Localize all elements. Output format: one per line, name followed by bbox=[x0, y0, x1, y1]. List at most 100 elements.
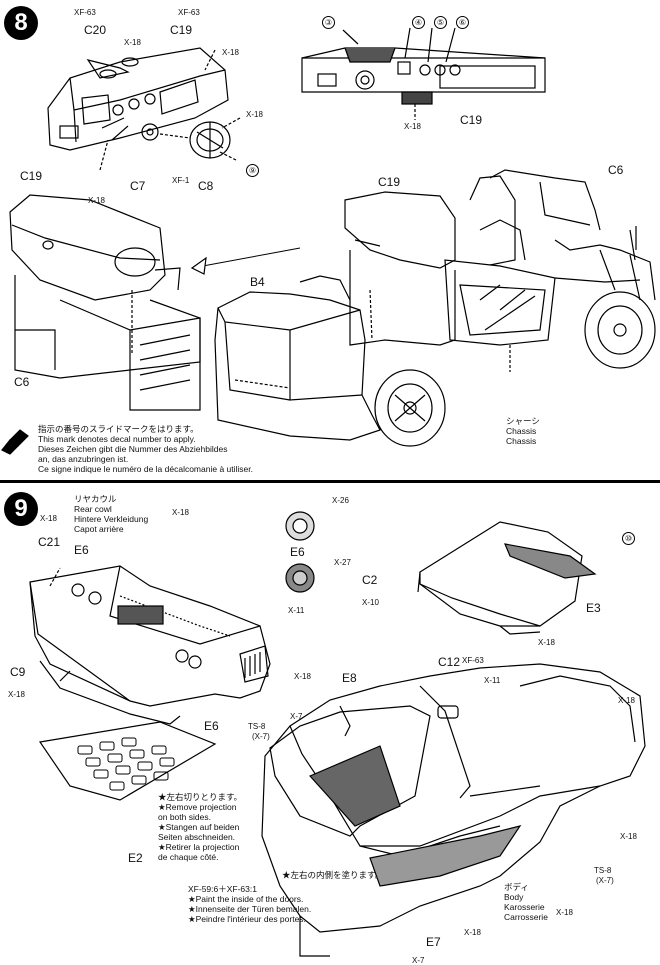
paint-note-line: XF-59:6＋XF-63:1 bbox=[188, 884, 257, 894]
part-label-e6: E6 bbox=[290, 545, 305, 559]
decal-note-line: an, das anzubringen ist. bbox=[38, 454, 129, 464]
decal-mark-9: ⑨ bbox=[246, 164, 259, 177]
part-label-e2: E2 bbox=[128, 851, 143, 865]
part-label-e3: E3 bbox=[586, 601, 601, 615]
part-label-c2: C2 bbox=[362, 573, 378, 587]
paint-label-x18: X-18 bbox=[538, 638, 555, 647]
rear-cowl-label-en: Rear cowl bbox=[74, 504, 112, 514]
step-9-drawing bbox=[29, 511, 646, 957]
body-label: ボディ Body Karosserie Carrosserie bbox=[504, 882, 548, 922]
remove-note-line: ★左右切りとります。 bbox=[158, 792, 243, 802]
rear-cowl-label-jp: リヤカウル bbox=[74, 494, 117, 504]
part-label-b4: B4 bbox=[250, 275, 265, 289]
dashboard-detail-drawing bbox=[301, 27, 546, 120]
paint-label-x27: X-27 bbox=[334, 558, 351, 567]
step-8-number: 8 bbox=[4, 6, 38, 40]
chassis-label-de: Chassis bbox=[506, 436, 537, 446]
part-label-c19: C19 bbox=[378, 175, 401, 189]
paint-label-x18: X-18 bbox=[246, 110, 263, 119]
step-8-drawing bbox=[1, 27, 656, 455]
part-label-e6: E6 bbox=[74, 543, 89, 557]
step-divider bbox=[0, 480, 660, 483]
paint-doors-note-jp: ★左右の内側を塗ります。 bbox=[282, 870, 384, 880]
remove-note-line: ★Retirer la projection bbox=[158, 842, 240, 852]
rear-cowl-drawing bbox=[29, 565, 271, 725]
chassis-label-en: Chassis bbox=[506, 426, 537, 436]
decal-mark-3: ③ bbox=[322, 16, 335, 29]
dashboard-assembly-drawing bbox=[9, 194, 201, 411]
paint-label-x18: X-18 bbox=[618, 696, 635, 705]
paint-note-line: ★Paint the inside of the doors. bbox=[188, 894, 304, 904]
remove-note-line: de chaque côté. bbox=[158, 852, 219, 862]
decal-note-line: Ce signe indique le numéro de la décalco… bbox=[38, 464, 253, 474]
decal-mark-6: ⑥ bbox=[456, 16, 469, 29]
part-label-c20: C20 bbox=[84, 23, 107, 37]
rear-cowl-label: リヤカウル Rear cowl Hintere Verkleidung Capo… bbox=[74, 494, 148, 534]
decal-mark-5: ⑤ bbox=[434, 16, 447, 29]
paint-label-x7: X-7 bbox=[290, 712, 303, 721]
paint-label-x7: (X-7) bbox=[252, 732, 270, 741]
remove-note-line: on both sides. bbox=[158, 812, 211, 822]
part-label-c19: C19 bbox=[460, 113, 483, 127]
paint-label-x7: X-7 bbox=[412, 956, 425, 965]
paint-doors-note: XF-59:6＋XF-63:1 ★Paint the inside of the… bbox=[188, 884, 311, 924]
chassis-label: シャーシ Chassis Chassis bbox=[506, 416, 540, 446]
decal-note: 指示の番号のスライドマークをはります。 This mark denotes de… bbox=[38, 424, 253, 474]
part-label-e7: E7 bbox=[426, 935, 441, 949]
paint-label-x18: X-18 bbox=[222, 48, 239, 57]
paint-label-x18: X-18 bbox=[8, 690, 25, 699]
decal-mark-4: ④ bbox=[412, 16, 425, 29]
e2-grid-drawing bbox=[38, 721, 217, 801]
part-label-c12: C12 bbox=[438, 655, 461, 669]
decal-note-line: Dieses Zeichen gibt die Nummer des Abzie… bbox=[38, 444, 228, 454]
paint-label-x7: (X-7) bbox=[596, 876, 614, 885]
paint-label-x11: X-11 bbox=[484, 676, 501, 685]
paint-note-line: ★Innenseite der Türen bemalen. bbox=[188, 904, 312, 914]
part-label-c9: C9 bbox=[10, 665, 26, 679]
paint-label-x18: X-18 bbox=[404, 122, 421, 131]
remove-projection-note: ★左右切りとります。 ★Remove projection on both si… bbox=[158, 792, 242, 862]
chassis-label-jp: シャーシ bbox=[506, 416, 540, 426]
paint-label-xf63: XF-63 bbox=[462, 656, 484, 665]
body-label-de: Karosserie bbox=[504, 902, 545, 912]
dashboard-exploded-drawing bbox=[47, 47, 241, 171]
paint-label-xf1: XF-1 bbox=[172, 176, 190, 185]
paint-label-x26: X-26 bbox=[332, 496, 349, 505]
chassis-car-drawing bbox=[214, 169, 656, 447]
part-label-c19: C19 bbox=[170, 23, 193, 37]
paint-label-x18: X-18 bbox=[40, 514, 57, 523]
decal-note-line: This mark denotes decal number to apply. bbox=[38, 434, 196, 444]
paint-label-x18: X-18 bbox=[172, 508, 189, 517]
paint-label-ts8: TS-8 bbox=[594, 866, 612, 875]
paint-label-x11: X-11 bbox=[288, 606, 305, 615]
windshield-drawing bbox=[417, 521, 597, 635]
decal-mark-10: ⑩ bbox=[622, 532, 635, 545]
part-label-c21: C21 bbox=[38, 535, 61, 549]
paint-label-ts8: TS-8 bbox=[248, 722, 266, 731]
paint-label-x18: X-18 bbox=[124, 38, 141, 47]
remove-note-line: ★Stangen auf beiden bbox=[158, 822, 240, 832]
part-label-e6: E6 bbox=[204, 719, 219, 733]
paint-label-x18: X-18 bbox=[556, 908, 573, 917]
part-label-c8: C8 bbox=[198, 179, 214, 193]
paint-label-x18: X-18 bbox=[620, 832, 637, 841]
step-9-panel: 9 リヤカウル Rear cowl Hintere Verkleidung Ca… bbox=[0, 486, 660, 965]
part-label-c7: C7 bbox=[130, 179, 146, 193]
remove-note-line: ★Remove projection bbox=[158, 802, 237, 812]
step-8-panel: 8 XF-63 XF-63 C20 C19 X-18 X-18 X-18 C7 … bbox=[0, 0, 660, 478]
step-9-number: 9 bbox=[4, 492, 38, 526]
rear-cowl-label-de: Hintere Verkleidung bbox=[74, 514, 149, 524]
paint-label-x18: X-18 bbox=[294, 672, 311, 681]
part-label-c6: C6 bbox=[14, 375, 30, 389]
paint-note-line: ★Peindre l'intérieur des portes. bbox=[188, 914, 306, 924]
decal-note-line: 指示の番号のスライドマークをはります。 bbox=[38, 424, 199, 434]
body-label-en: Body bbox=[504, 892, 524, 902]
paint-label-xf63: XF-63 bbox=[74, 8, 96, 17]
remove-note-line: Seiten abschneiden. bbox=[158, 832, 236, 842]
part-label-c6: C6 bbox=[608, 163, 624, 177]
part-label-c19: C19 bbox=[20, 169, 43, 183]
rear-cowl-label-fr: Capot arrière bbox=[74, 524, 124, 534]
paint-label-x10: X-10 bbox=[362, 598, 379, 607]
body-drawing bbox=[261, 663, 646, 957]
paint-label-x18: X-18 bbox=[464, 928, 481, 937]
